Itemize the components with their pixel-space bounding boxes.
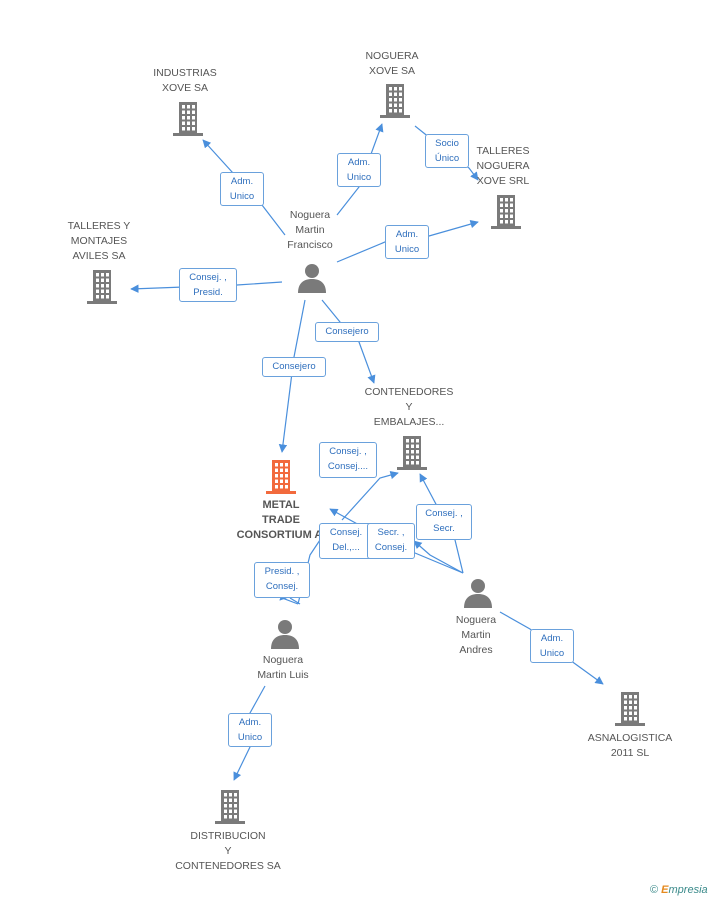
- relation-label[interactable]: Presid. , Consej.: [254, 562, 310, 598]
- person-icon[interactable]: [297, 262, 327, 299]
- relationship-edge: [279, 591, 299, 605]
- brand-logo-letter: E: [661, 884, 669, 896]
- building-icon-main[interactable]: [266, 460, 296, 499]
- company-label-noguera-xove[interactable]: NOGUERA XOVE SA: [365, 50, 419, 77]
- building-icon[interactable]: [87, 270, 117, 309]
- building-icon[interactable]: [173, 102, 203, 141]
- relation-label[interactable]: Adm. Unico: [385, 225, 429, 259]
- relationship-edge: [130, 281, 283, 293]
- company-label-talleres-noguera[interactable]: TALLERES NOGUERA XOVE SRL: [476, 145, 530, 187]
- relation-label[interactable]: Adm. Unico: [337, 153, 381, 187]
- relation-label[interactable]: Adm. Unico: [228, 713, 272, 747]
- company-label-contenedores-embalajes[interactable]: CONTENEDORES Y EMBALAJES...: [364, 386, 454, 428]
- company-label-industrias-xove[interactable]: INDUSTRIAS XOVE SA: [153, 67, 217, 94]
- relation-label[interactable]: Consej. , Secr.: [416, 504, 472, 540]
- copyright-icon: ©: [650, 884, 659, 896]
- company-label-distribucion[interactable]: DISTRIBUCION Y CONTENEDORES SA: [175, 830, 281, 872]
- relation-label[interactable]: Consejero: [262, 357, 326, 377]
- relation-label[interactable]: Consej. , Consej....: [319, 442, 377, 478]
- company-label-asnalogistica[interactable]: ASNALOGISTICA 2011 SL: [587, 732, 673, 759]
- brand-logo-text: mpresia: [668, 884, 708, 896]
- company-label-talleres-montajes[interactable]: TALLERES Y MONTAJES AVILES SA: [67, 220, 131, 262]
- relationship-edge: [336, 123, 384, 216]
- building-icon[interactable]: [397, 436, 427, 475]
- relation-label[interactable]: Adm. Unico: [530, 629, 574, 663]
- person-label-noguera-andres[interactable]: Noguera Martin Andres: [455, 614, 497, 656]
- relationship-edge: [289, 597, 301, 605]
- building-icon[interactable]: [491, 195, 521, 234]
- brand-footer: © Empresia: [650, 884, 708, 896]
- person-label-noguera-luis[interactable]: Noguera Martin Luis: [257, 654, 309, 681]
- relation-label[interactable]: Consej. Del.,...: [319, 523, 373, 559]
- relation-label[interactable]: Adm. Unico: [220, 172, 264, 206]
- person-icon[interactable]: [270, 618, 300, 655]
- building-icon[interactable]: [380, 84, 410, 123]
- relationship-edge: [413, 540, 464, 574]
- relationship-edge: [419, 473, 464, 574]
- person-label-noguera-francisco[interactable]: Noguera Martin Francisco: [287, 209, 333, 251]
- relationship-edge: [341, 470, 399, 521]
- building-icon[interactable]: [215, 790, 245, 829]
- relation-label[interactable]: Consej. , Presid.: [179, 268, 237, 302]
- relation-label[interactable]: Consejero: [315, 322, 379, 342]
- relation-label[interactable]: Socio Único: [425, 134, 469, 168]
- building-icon[interactable]: [615, 692, 645, 731]
- person-icon[interactable]: [463, 577, 493, 614]
- relation-label[interactable]: Secr. , Consej.: [367, 523, 415, 559]
